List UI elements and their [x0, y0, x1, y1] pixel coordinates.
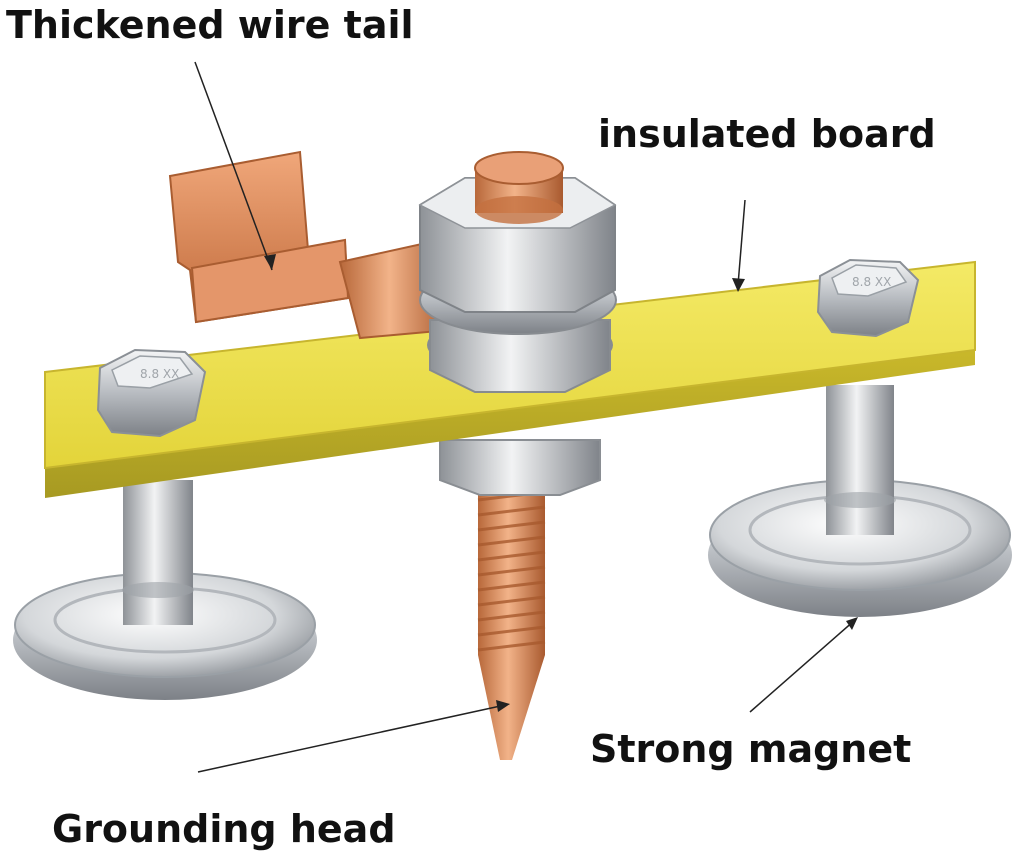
arrowhead-wire-tail: [264, 254, 276, 270]
grounding-spike: [477, 480, 546, 760]
right-magnet: [708, 385, 1012, 617]
arrowhead-strong-magnet: [846, 617, 858, 630]
callout-line-insulated-board: [737, 199, 746, 286]
wire-tail: [168, 150, 452, 340]
callout-lines: [194, 61, 856, 773]
right-bolt-stamp: 8.8 XX: [852, 275, 891, 289]
callout-arrowheads: [264, 254, 858, 712]
lower-nut: [439, 439, 601, 496]
callout-line-wire-tail: [194, 61, 273, 271]
arrowhead-grounding-head: [496, 700, 510, 712]
label-thickened-wire-tail: Thickened wire tail: [6, 3, 414, 47]
center-stud: [418, 151, 617, 393]
right-bolt: 8.8 XX: [816, 258, 920, 338]
callout-line-strong-magnet: [749, 619, 856, 713]
left-magnet: [13, 480, 317, 700]
label-insulated-board: insulated board: [598, 112, 936, 156]
left-bolt: 8.8 XX: [96, 348, 207, 438]
left-bolt-stamp: 8.8 XX: [140, 367, 179, 381]
arrowhead-insulated-board: [732, 278, 745, 292]
label-grounding-head: Grounding head: [52, 807, 396, 851]
callout-line-grounding-head: [197, 704, 506, 773]
label-strong-magnet: Strong magnet: [590, 727, 912, 771]
